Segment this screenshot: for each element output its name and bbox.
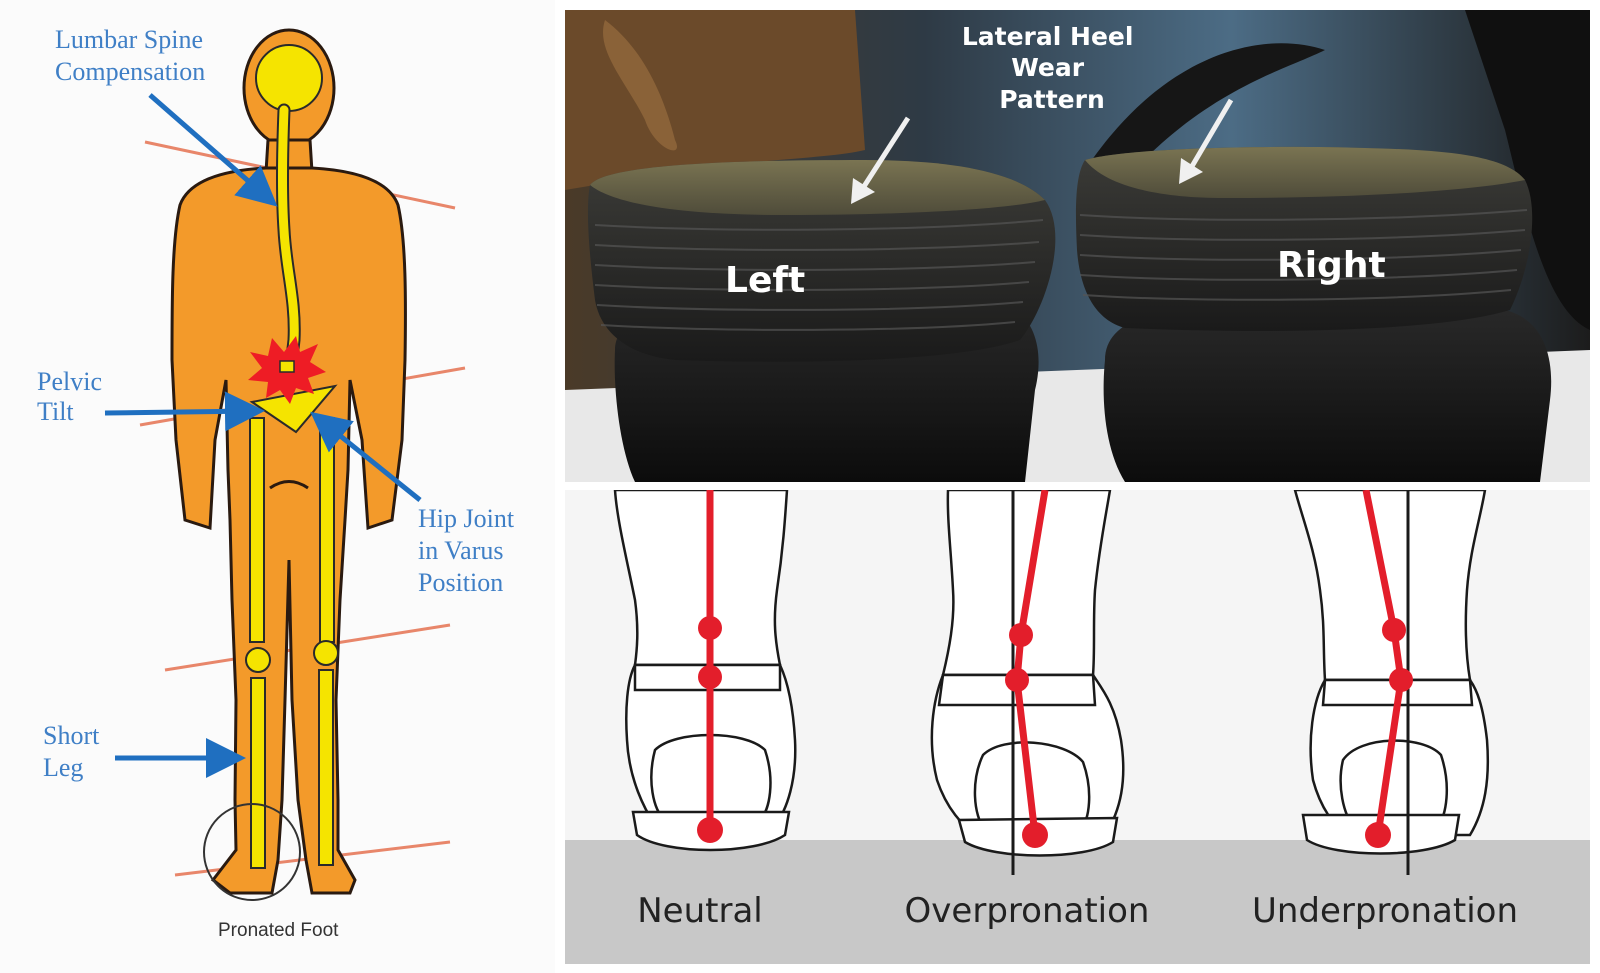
neutral-label: Neutral: [637, 891, 763, 931]
hip-joint-label: Hip Joint in Varus Position: [418, 504, 521, 597]
overpronation-label: Overpronation: [905, 891, 1150, 931]
body-posture-diagram: Lumbar Spine Compensation Pelvic Tilt Hi…: [0, 0, 555, 973]
floor: [565, 840, 1590, 964]
left-heel-label: Left: [725, 260, 805, 301]
wear-arrows: [851, 98, 1234, 204]
heel-photo-title: Lateral Heel Wear Pattern: [962, 22, 1142, 114]
callout-arrows: [104, 93, 422, 778]
pronated-foot-label: Pronated Foot: [218, 920, 339, 941]
pelvic-tilt-label: Pelvic Tilt: [37, 367, 109, 426]
right-wear-arrow: [1188, 98, 1234, 170]
right-heel-label: Right: [1277, 245, 1386, 286]
body-illustration: Lumbar Spine Compensation Pelvic Tilt Hi…: [37, 25, 521, 941]
pronated-foot-circle: [203, 803, 301, 901]
heel-photo-illustration: Lateral Heel Wear Pattern Left Right: [565, 10, 1590, 482]
underpronation-foot: [1293, 490, 1490, 875]
right-shoe-body: [1103, 300, 1552, 482]
pronation-diagram: Neutral Overpronation Underpronation: [565, 490, 1590, 964]
left-wear-arrow: [860, 116, 911, 190]
pelvic-arrow: [104, 391, 265, 432]
hip-arrow: [310, 411, 422, 502]
lumbar-arrow: [148, 93, 278, 207]
bag-shape: [565, 10, 865, 190]
lumbar-label: Lumbar Spine Compensation: [55, 25, 210, 86]
pronation-illustration: Neutral Overpronation Underpronation: [565, 490, 1590, 964]
neutral-foot: [613, 490, 797, 852]
heel-wear-photo: Lateral Heel Wear Pattern Left Right: [565, 10, 1590, 482]
short-leg-label: Short Leg: [43, 721, 106, 782]
underpronation-label: Underpronation: [1252, 891, 1518, 931]
overpronation-foot: [930, 490, 1125, 875]
